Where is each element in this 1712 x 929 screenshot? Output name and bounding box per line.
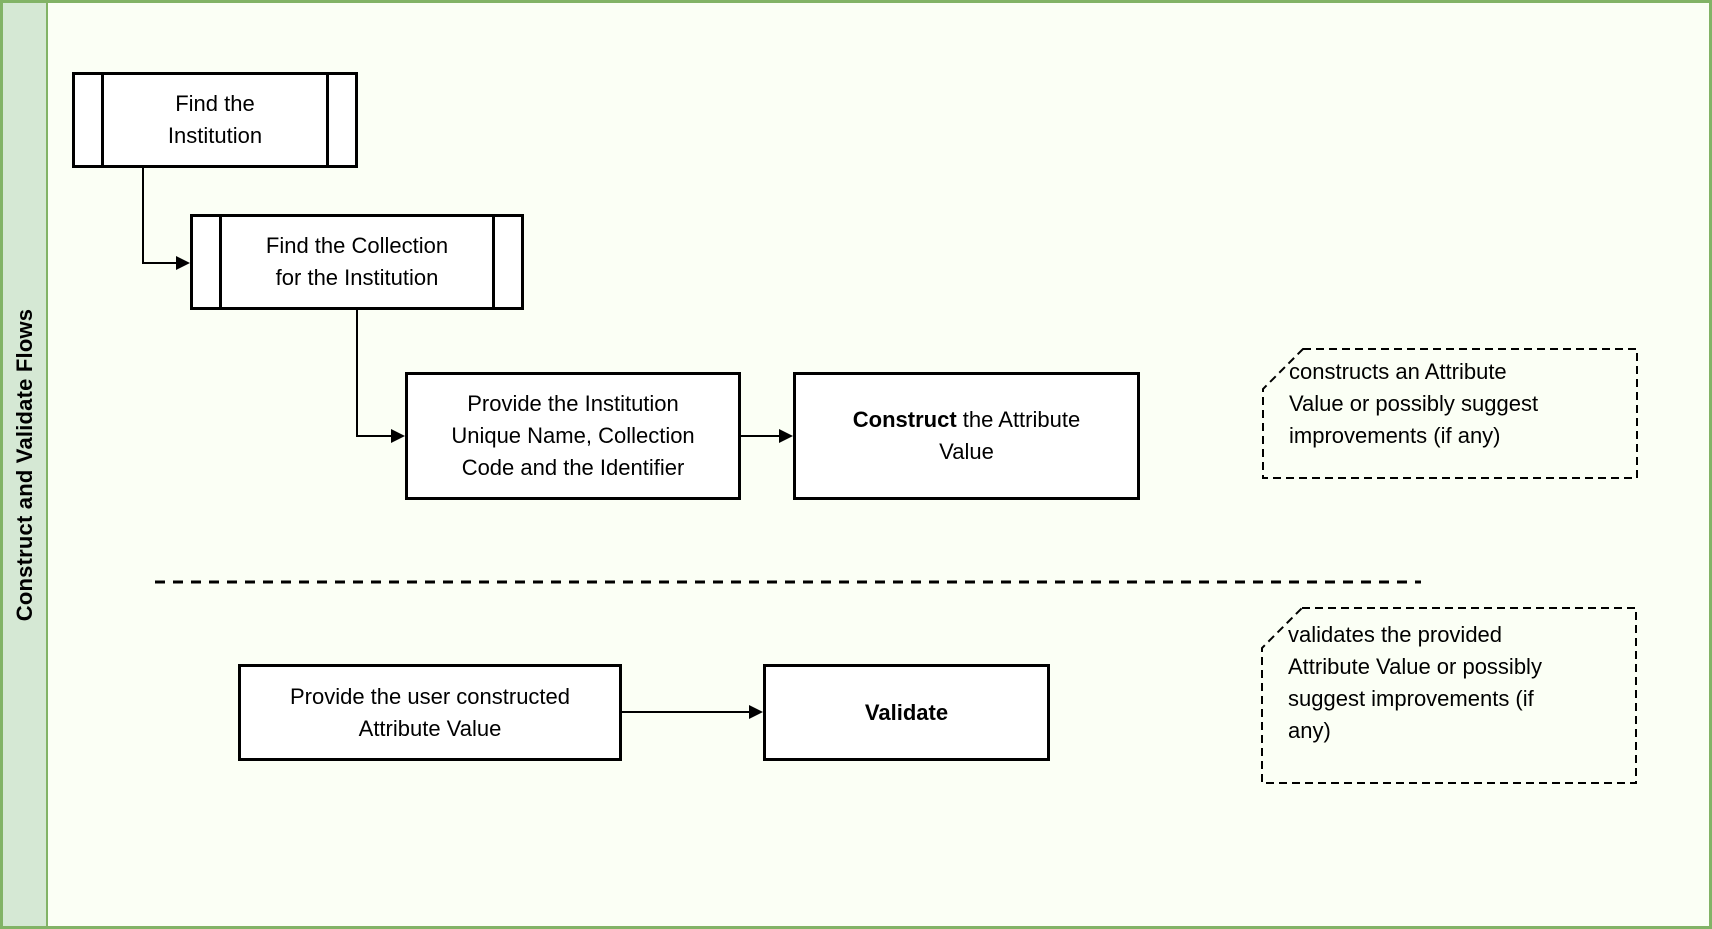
arrow-3-segment-horizontal: [741, 435, 779, 437]
arrow-3-arrowhead-icon: [779, 429, 793, 443]
node-label: Construct the Attribute Value: [847, 404, 1086, 468]
node-label: Validate: [864, 699, 949, 725]
subprocess-bar-right: [492, 217, 495, 307]
node-label: Find the Institution: [167, 91, 263, 148]
arrow-1-segment-vertical: [142, 168, 144, 264]
note-construct[interactable]: constructs an Attribute Value or possibl…: [1262, 348, 1639, 480]
flow-divider: [155, 571, 1421, 589]
node-find-institution[interactable]: Find the Institution: [72, 72, 358, 168]
node-find-collection[interactable]: Find the Collection for the Institution: [190, 214, 524, 310]
note-validate[interactable]: validates the provided Attribute Value o…: [1261, 607, 1638, 785]
subprocess-bar-right: [326, 75, 329, 165]
note-text: validates the provided Attribute Value o…: [1288, 622, 1542, 743]
node-label: Provide the user constructed Attribute V…: [289, 683, 571, 741]
node-construct-attribute-value[interactable]: Construct the Attribute Value: [793, 372, 1140, 500]
node-label: Provide the Institution Unique Name, Col…: [451, 391, 695, 480]
swimlane-header: Construct and Validate Flows: [3, 3, 48, 926]
subprocess-bar-left: [101, 75, 104, 165]
arrow-4-segment-horizontal: [622, 711, 749, 713]
arrow-2-segment-vertical: [356, 310, 358, 437]
node-label-bold: Construct: [852, 407, 957, 432]
node-label-rest: the Attribute Value: [939, 407, 1081, 464]
node-provide-user-attribute-value[interactable]: Provide the user constructed Attribute V…: [238, 664, 622, 761]
arrow-2-segment-horizontal: [356, 435, 391, 437]
node-validate[interactable]: Validate: [763, 664, 1050, 761]
node-label: Find the Collection for the Institution: [265, 233, 449, 290]
subprocess-bar-left: [219, 217, 222, 307]
node-provide-institution-details[interactable]: Provide the Institution Unique Name, Col…: [405, 372, 741, 500]
note-border: [1261, 607, 1637, 784]
arrow-2-arrowhead-icon: [391, 429, 405, 443]
note-border: [1262, 348, 1638, 479]
arrow-1-segment-horizontal: [142, 262, 176, 264]
arrow-1-arrowhead-icon: [176, 256, 190, 270]
note-text: constructs an Attribute Value or possibl…: [1289, 359, 1539, 448]
swimlane-title: Construct and Validate Flows: [11, 308, 37, 621]
arrow-4-arrowhead-icon: [749, 705, 763, 719]
